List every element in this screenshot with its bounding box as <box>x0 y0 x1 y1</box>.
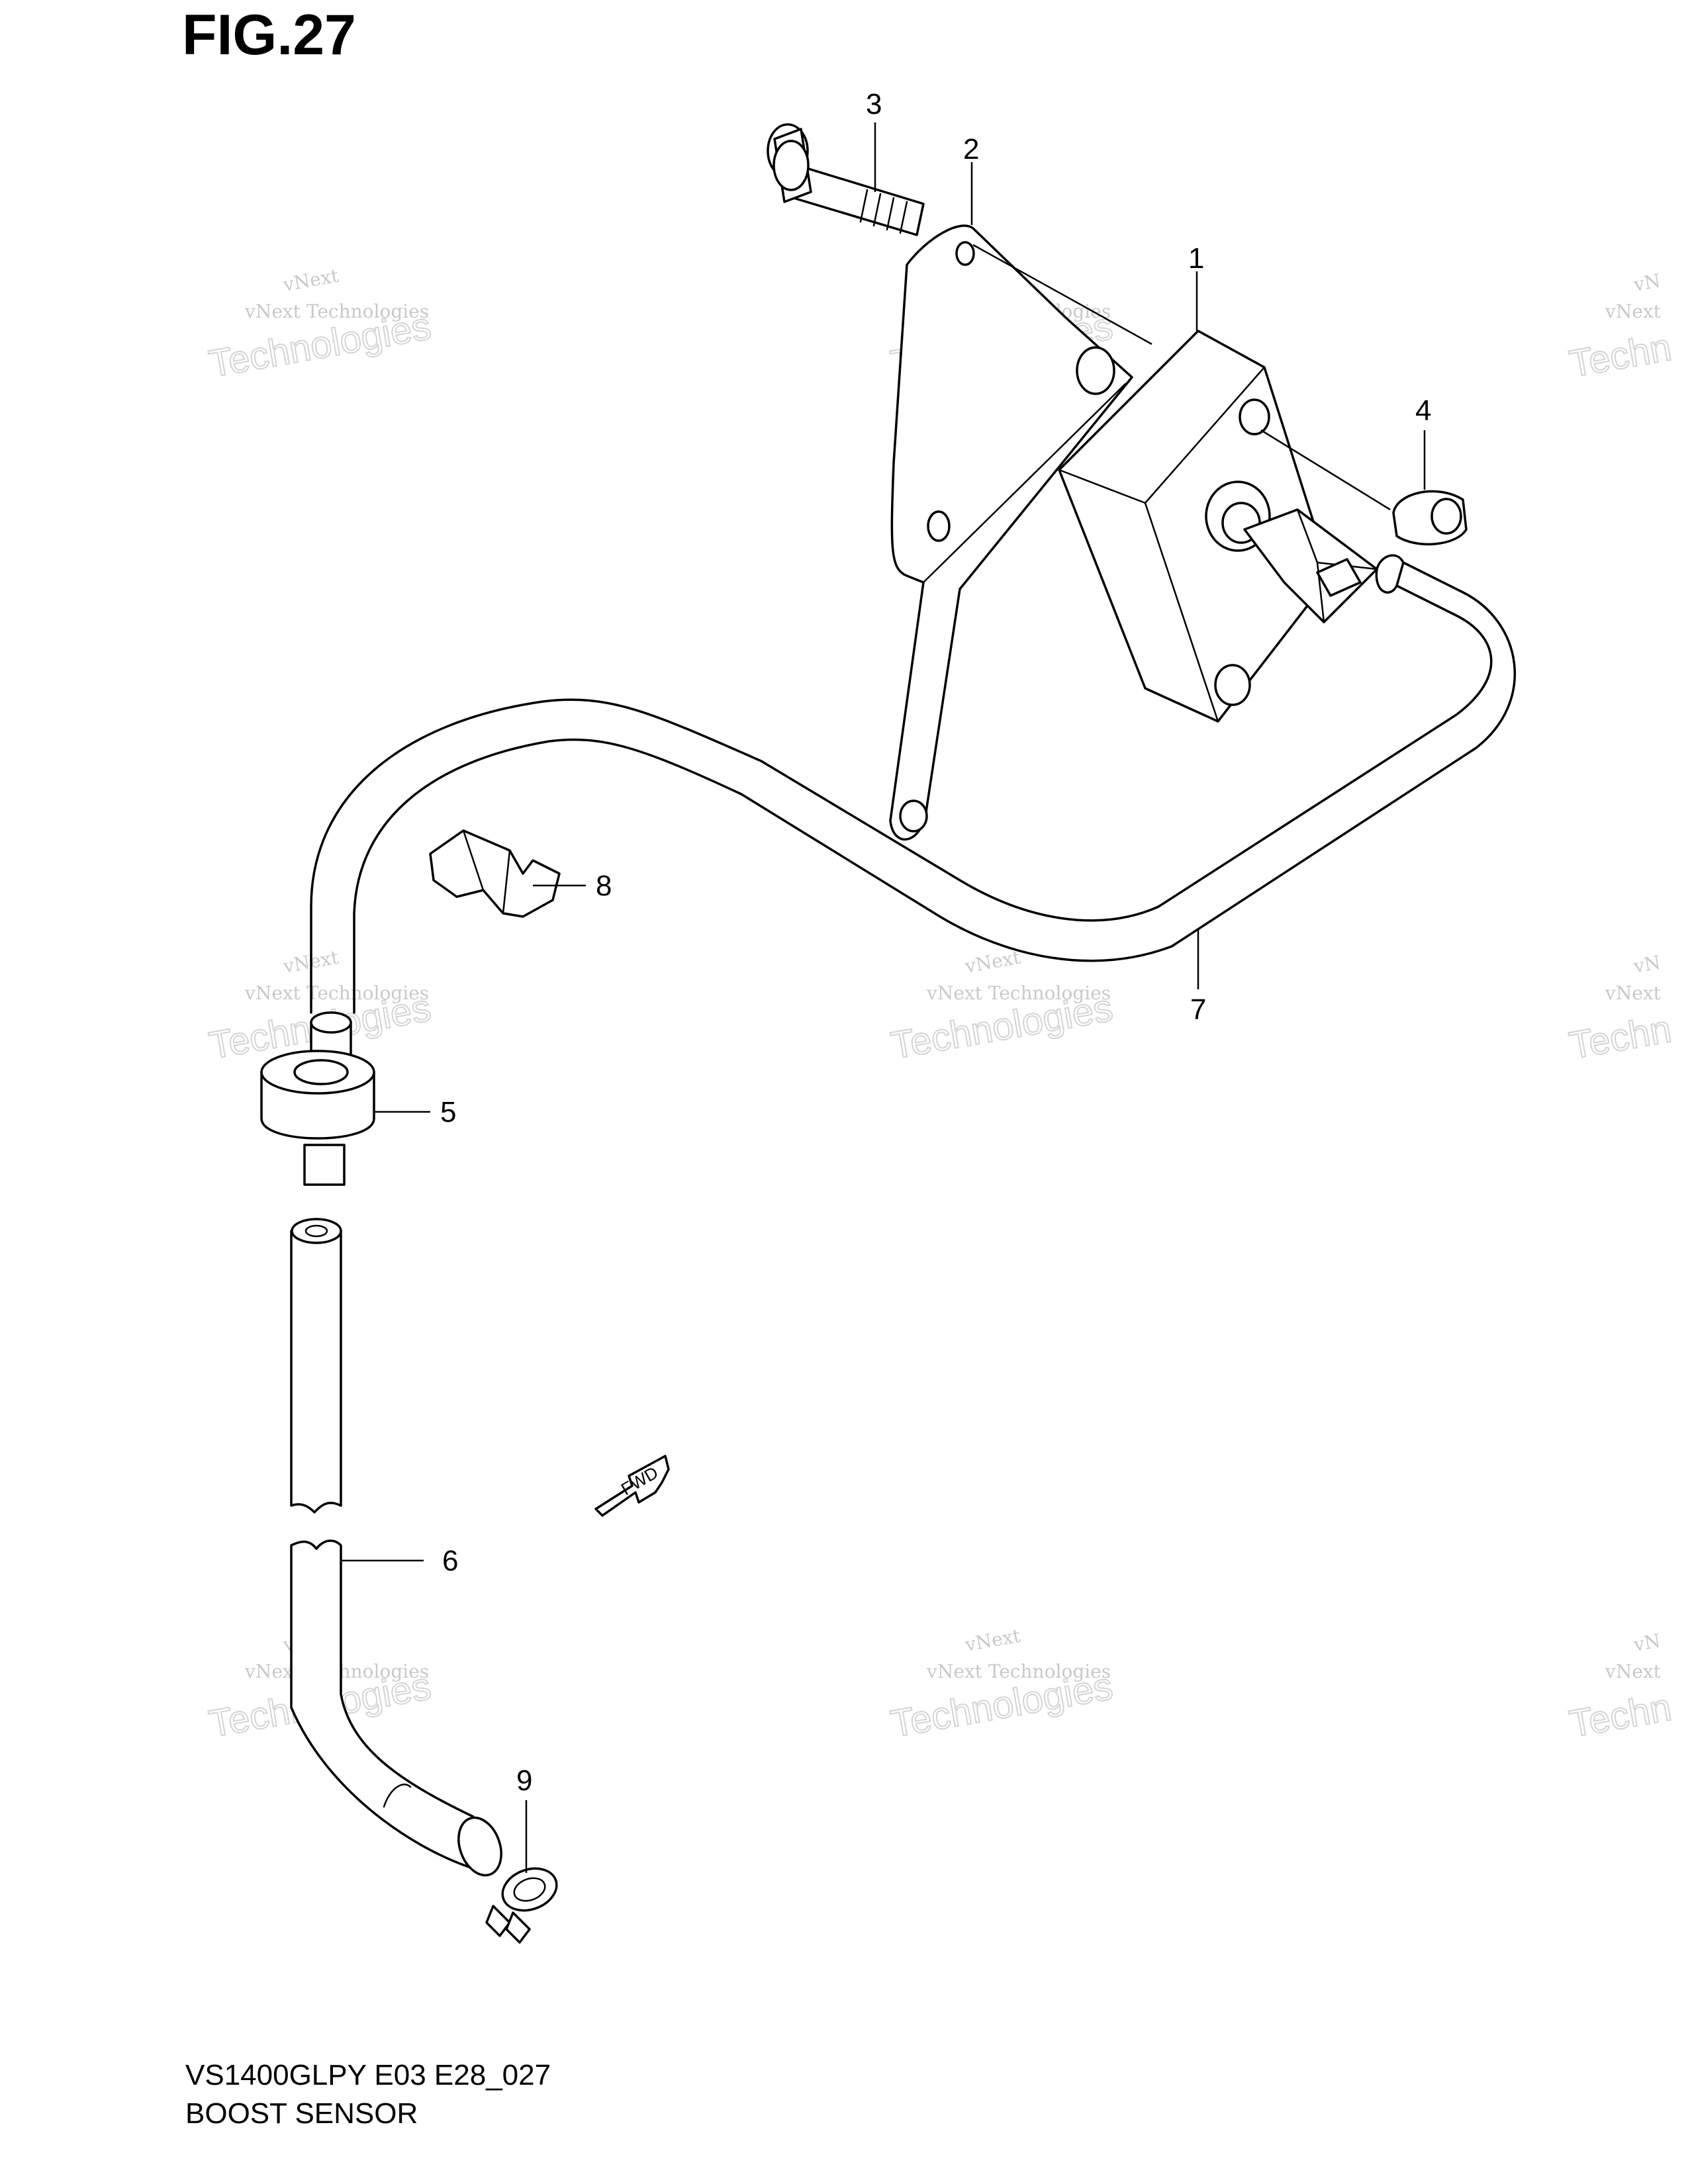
watermark-text: vN <box>1632 1629 1662 1656</box>
part-3-bolt[interactable] <box>767 123 925 236</box>
watermark-mid-right: vN vNext Techn <box>1566 951 1675 1068</box>
callout-2: 2 <box>963 133 979 165</box>
watermark-mid-middle: vNext vNext Technologies Technologies <box>887 946 1117 1068</box>
part-6-hose[interactable] <box>290 1218 509 1882</box>
callout-labels: 1 2 3 4 5 6 7 8 9 <box>440 88 1431 1797</box>
callout-7: 7 <box>1190 993 1206 1026</box>
leader-2b <box>972 244 1152 345</box>
part-1-boost-sensor[interactable] <box>1058 330 1378 723</box>
watermark-text: Techn <box>1566 326 1675 386</box>
watermark-text: vNext <box>1605 1661 1662 1682</box>
part-2-bracket[interactable] <box>889 224 1133 841</box>
watermark-text: vNext <box>1605 982 1662 1004</box>
watermark-text: Techn <box>1566 1007 1675 1068</box>
part-7-hose[interactable] <box>310 554 1516 1014</box>
watermark-text: vNext Technologies <box>244 300 429 322</box>
callout-1: 1 <box>1188 242 1204 275</box>
watermark-text: vN <box>1632 951 1662 978</box>
callout-9: 9 <box>516 1764 532 1797</box>
callout-4: 4 <box>1415 394 1431 427</box>
watermark-text: vNext <box>963 946 1023 978</box>
watermark-text: vNext <box>281 265 341 296</box>
leader-lines <box>341 122 1426 1873</box>
figure-caption: BOOST SENSOR <box>185 2097 418 2130</box>
callout-6: 6 <box>442 1545 458 1577</box>
watermark-text: vNext Technologies <box>244 982 429 1004</box>
watermark-text: Techn <box>1566 1686 1675 1746</box>
part-4-nut[interactable] <box>1392 490 1468 546</box>
watermark-bottom-right: vN vNext Techn <box>1566 1629 1675 1746</box>
callout-8: 8 <box>596 870 612 902</box>
part-9-clamp[interactable] <box>485 1861 563 1944</box>
part-8-clip[interactable] <box>429 829 561 918</box>
watermark-text: vNext <box>1605 300 1662 322</box>
callout-3: 3 <box>866 88 882 120</box>
watermark-text: vNext Technologies <box>926 982 1111 1004</box>
fwd-direction-arrow: FWD <box>594 1455 670 1517</box>
figure-title: FIG.27 <box>182 3 356 67</box>
watermark-text: vNext <box>963 1625 1023 1656</box>
part-5-grommet[interactable] <box>260 1011 375 1186</box>
watermark-text: vNext Technologies <box>926 1661 1111 1682</box>
watermark-text: vN <box>1632 269 1662 296</box>
watermark-bottom-middle: vNext vNext Technologies Technologies <box>887 1625 1117 1747</box>
model-code: VS1400GLPY E03 E28_027 <box>185 2059 551 2091</box>
callout-5: 5 <box>440 1096 456 1128</box>
watermark-top-left: vNext vNext Technologies Technologies <box>205 265 435 387</box>
watermark-top-right: vN vNext Techn <box>1566 269 1675 386</box>
leader-4b <box>1260 429 1391 511</box>
